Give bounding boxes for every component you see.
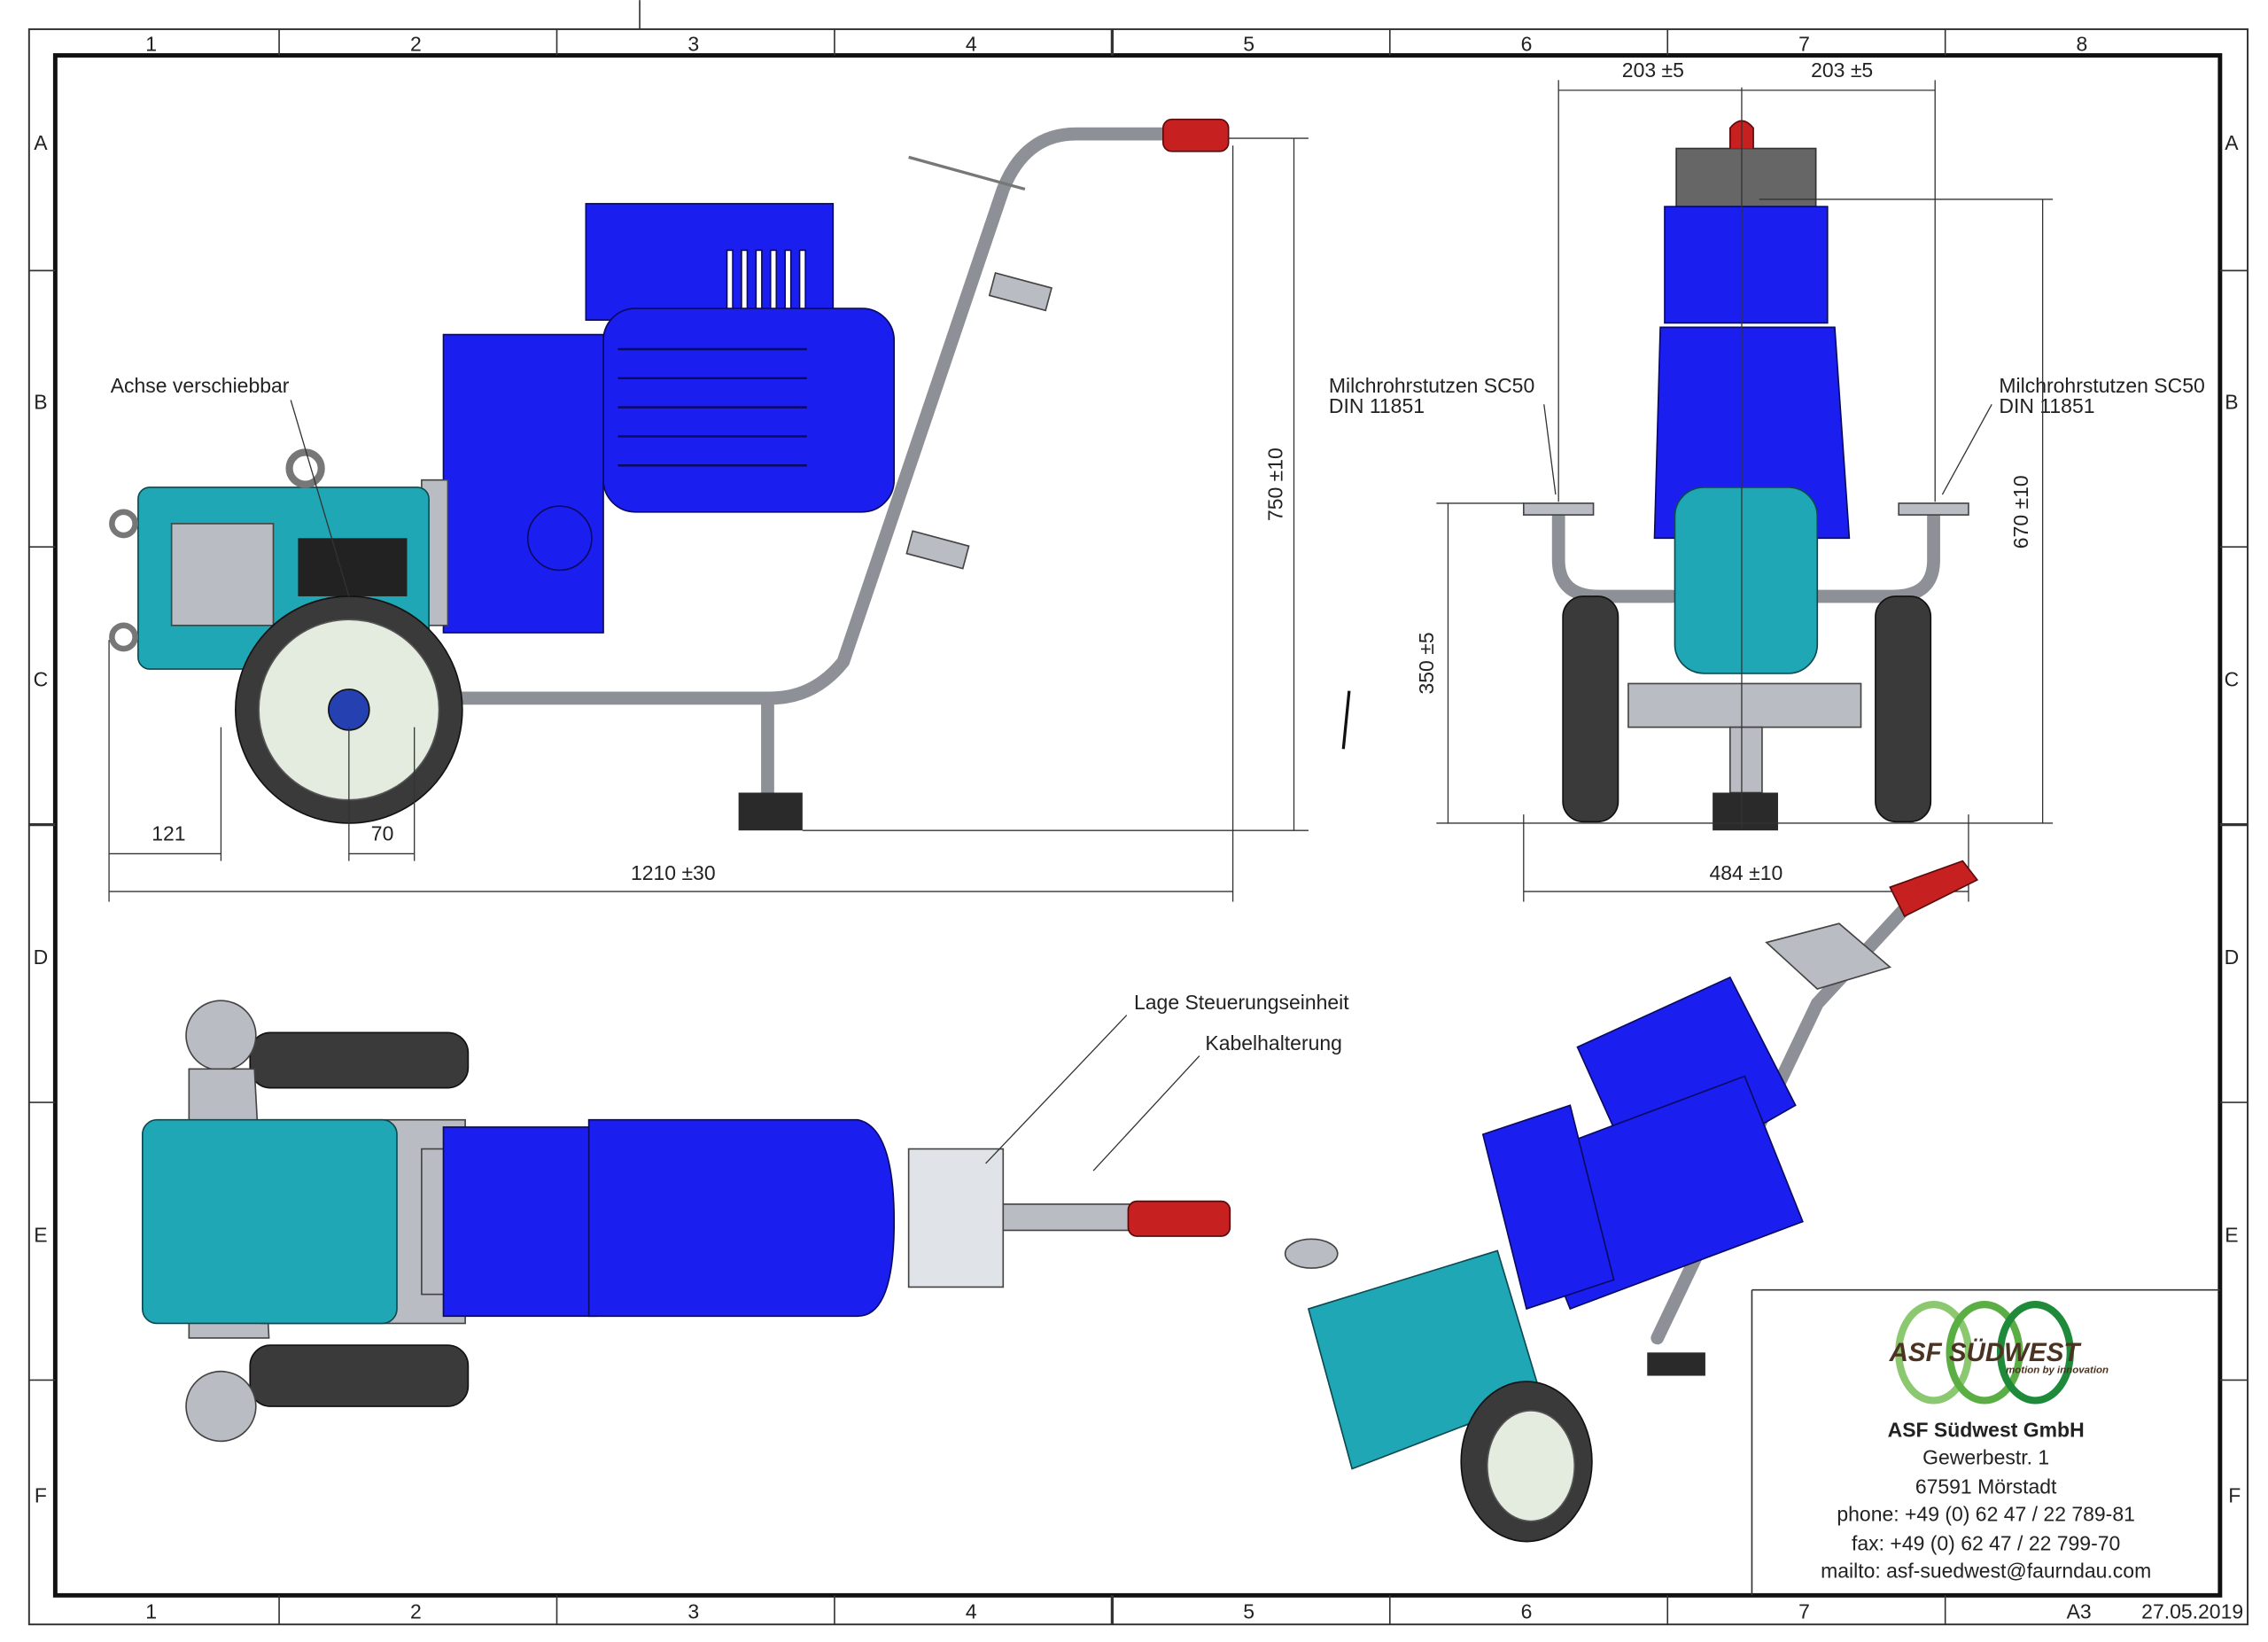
dim-half-width-left: 203 ±5 (1622, 58, 1684, 82)
row-label: D (2225, 946, 2240, 969)
phone: phone: +49 (0) 62 47 / 22 789-81 (1837, 1503, 2135, 1526)
column-dividers (28, 0, 2249, 1625)
asf-logo: ASF SÜDWEST motion by innovation (1889, 1301, 2109, 1405)
pump-head-front (1674, 486, 1819, 674)
row-label: B (2225, 390, 2238, 413)
motor (602, 307, 896, 513)
col-label: 3 (687, 1600, 699, 1623)
drawing-date: 27.05.2019 (2141, 1600, 2243, 1623)
title-block: ASF SÜDWEST motion by innovation ASF Süd… (1751, 1288, 2243, 1623)
row-label: A (34, 131, 48, 154)
label-inlet-left-din: DIN 11851 (1329, 394, 1425, 417)
row-label: B (34, 390, 47, 413)
row-label: D (34, 946, 49, 969)
col-label: 5 (1243, 33, 1254, 56)
motor-top (587, 1118, 896, 1318)
row-label: C (34, 668, 49, 691)
dim-half-width-right: 203 ±5 (1811, 58, 1873, 82)
row-label: C (2225, 668, 2240, 691)
gearbox (442, 333, 604, 634)
row-label: F (2228, 1483, 2241, 1506)
front-view: 203 ±5 203 ±5 Milchrohrstutzen SC50 DIN … (1329, 58, 2205, 902)
isometric-view (1284, 860, 1979, 1543)
row-label: F (35, 1483, 47, 1506)
dim-axle-offset: 70 (371, 822, 394, 845)
col-label: 6 (1521, 1600, 1533, 1623)
annotation-axle-movable: Achse verschiebbar (111, 374, 290, 397)
company-name: ASF Südwest GmbH (1888, 1418, 2085, 1441)
label-inlet-right: Milchrohrstutzen SC50 (1999, 374, 2204, 397)
dim-total-length: 1210 ±30 (631, 861, 716, 884)
col-label: 7 (1798, 33, 1810, 56)
control-unit (585, 203, 835, 321)
email: mailto: asf-suedwest@faurndau.com (1821, 1560, 2151, 1583)
motor-front (1653, 326, 1851, 540)
row-labels: A B C D E F A B C D E F (34, 131, 2241, 1506)
col-label: 5 (1243, 1600, 1254, 1623)
logo-text: ASF SÜDWEST (1889, 1338, 2083, 1367)
col-label: 2 (410, 1600, 422, 1623)
col-label: 2 (410, 33, 422, 56)
col-label: 8 (2077, 33, 2088, 56)
city: 67591 Mörstadt (1915, 1475, 2057, 1498)
col-label: 4 (966, 33, 977, 56)
side-view: Achse verschiebbar 750 ±10 121 70 1210 ±… (108, 118, 1351, 902)
column-labels-bottom: 1 2 3 4 5 6 7 (145, 1600, 1810, 1623)
dim-width: 484 ±10 (1709, 861, 1783, 884)
handle-grip (1161, 118, 1230, 152)
annotation-cable-holder: Kabelhalterung (1205, 1031, 1342, 1054)
handle-grip-top (1127, 1200, 1231, 1237)
col-label: 7 (1798, 1600, 1810, 1623)
outer-border (27, 27, 2249, 1626)
dim-inlet-height: 350 ±5 (1415, 632, 1438, 694)
col-label: 3 (687, 33, 699, 56)
label-inlet-left: Milchrohrstutzen SC50 (1329, 374, 1534, 397)
fax: fax: +49 (0) 62 47 / 22 799-70 (1852, 1531, 2120, 1554)
logo-tagline: motion by innovation (2006, 1365, 2109, 1375)
pump-head-top (142, 1118, 398, 1325)
street: Gewerbestr. 1 (1922, 1446, 2049, 1469)
column-labels-top: 1 2 3 4 5 6 7 8 (145, 33, 2087, 56)
sheet-format: A3 (2067, 1600, 2092, 1623)
dim-total-height: 670 ±10 (2009, 475, 2032, 549)
col-label: 1 (145, 33, 157, 56)
col-label: 4 (966, 1600, 977, 1623)
row-label: E (34, 1224, 47, 1247)
label-inlet-right-din: DIN 11851 (1999, 394, 2094, 417)
dim-left-offset: 121 (151, 822, 185, 845)
row-label: A (2225, 131, 2239, 154)
col-label: 1 (145, 1600, 157, 1623)
row-label: E (2225, 1224, 2238, 1247)
top-view: Lage Steuerungseinheit Kabelhalterung (142, 991, 1349, 1443)
annotation-control-unit-position: Lage Steuerungseinheit (1134, 991, 1349, 1014)
col-label: 6 (1521, 33, 1533, 56)
dim-height: 750 ±10 (1263, 447, 1286, 521)
